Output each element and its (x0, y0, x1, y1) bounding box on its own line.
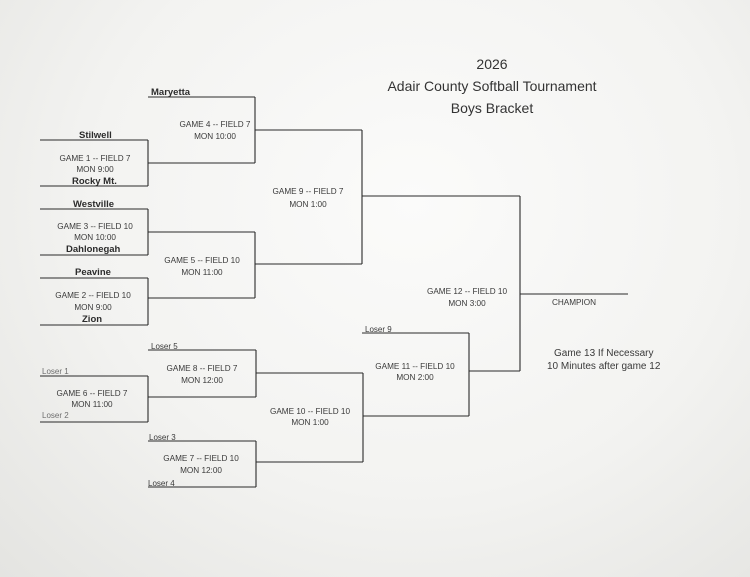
loser-5-slot: Loser 5 (151, 342, 178, 351)
game-8-time: MON 12:00 (181, 376, 223, 385)
game-4-title: GAME 4 -- FIELD 7 (179, 120, 251, 129)
game-2-time: MON 9:00 (74, 303, 112, 312)
game-1-time: MON 9:00 (76, 165, 114, 174)
game-6-title: GAME 6 -- FIELD 7 (56, 389, 128, 398)
game-5-title: GAME 5 -- FIELD 10 (164, 256, 240, 265)
champion-label: CHAMPION (551, 298, 597, 307)
game-12-time: MON 3:00 (448, 299, 486, 308)
game-9-title: GAME 9 -- FIELD 7 (272, 187, 344, 196)
game-7-time: MON 12:00 (180, 466, 222, 475)
loser-9-slot: Loser 9 (365, 325, 392, 334)
game-2-title: GAME 2 -- FIELD 10 (55, 291, 131, 300)
game-6-time: MON 11:00 (71, 400, 113, 409)
game-10-title: GAME 10 -- FIELD 10 (269, 407, 351, 416)
loser-1-slot: Loser 1 (42, 367, 69, 376)
loser-4-slot: Loser 4 (148, 479, 175, 488)
team-maryetta: Maryetta (151, 87, 191, 98)
team-dahlonegah: Dahlonegah (66, 244, 121, 255)
team-zion: Zion (82, 314, 103, 325)
game-13-note: Game 13 If Necessary (554, 348, 654, 359)
game-1-title: GAME 1 -- FIELD 7 (59, 154, 131, 163)
loser-3-slot: Loser 3 (149, 433, 176, 442)
game-11-title: GAME 11 -- FIELD 10 (375, 362, 455, 371)
tournament-title: Adair County Softball Tournament (387, 78, 597, 94)
game-3-title: GAME 3 -- FIELD 10 (57, 222, 133, 231)
team-stilwell: Stilwell (79, 130, 112, 141)
game-12-title: GAME 12 -- FIELD 10 (426, 287, 508, 296)
game-4-time: MON 10:00 (194, 132, 236, 141)
game-5-time: MON 11:00 (181, 268, 223, 277)
game-10-time: MON 1:00 (291, 418, 329, 427)
team-peavine: Peavine (75, 267, 111, 278)
game-3-time: MON 10:00 (74, 233, 116, 242)
team-rocky-mt: Rocky Mt. (72, 176, 117, 187)
team-westville: Westville (73, 199, 115, 210)
game-11-time: MON 2:00 (396, 373, 434, 382)
game-13-timing-note: 10 Minutes after game 12 (547, 361, 661, 372)
tournament-year: 2026 (476, 56, 508, 72)
game-7-title: GAME 7 -- FIELD 10 (163, 454, 239, 463)
loser-2-slot: Loser 2 (42, 411, 69, 420)
bracket-title: Boys Bracket (450, 100, 534, 116)
game-8-title: GAME 8 -- FIELD 7 (166, 364, 238, 373)
game-9-time: MON 1:00 (289, 200, 327, 209)
